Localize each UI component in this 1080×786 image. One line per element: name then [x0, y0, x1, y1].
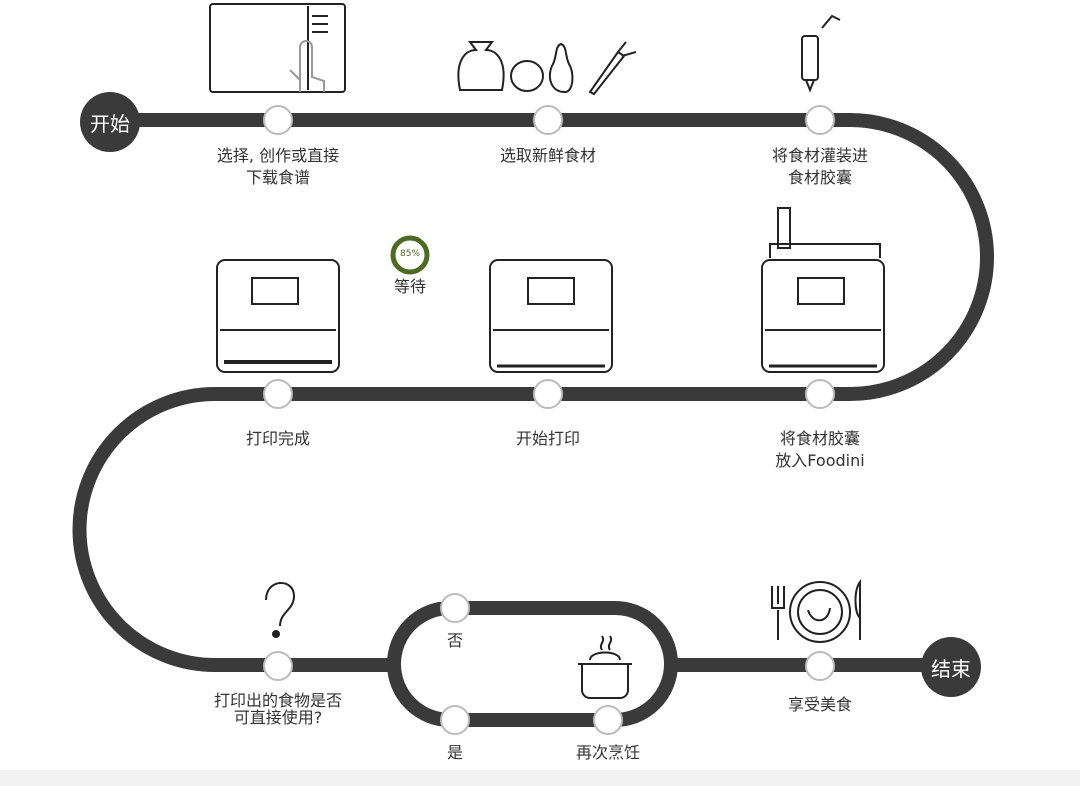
- node-start-print: [533, 379, 563, 409]
- cooking-pot-icon: [578, 635, 632, 699]
- step-label-decision: 打印出的食物是否可直接使用?: [213, 691, 343, 727]
- node-recook: [593, 705, 623, 735]
- node-enjoy: [805, 651, 835, 681]
- branch-label-no: 否: [446, 631, 464, 650]
- end-terminal: 结束: [921, 637, 981, 697]
- step-label-recook: 再次烹饪: [575, 743, 641, 762]
- step-label-recipe: 选择, 创作或直接下载食谱: [216, 146, 340, 187]
- foodini-printer-icon: [489, 259, 613, 373]
- node-insert-capsule: [805, 379, 835, 409]
- wait-label: 等待: [393, 277, 427, 296]
- node-recipe: [263, 105, 293, 135]
- node-yes: [440, 705, 470, 735]
- foodini-printer-capsule-icon: [761, 207, 885, 373]
- tablet-hand-icon: [209, 3, 346, 93]
- main-track: [72, 113, 994, 672]
- bottom-divider: [0, 770, 1080, 786]
- question-mark-icon: [265, 582, 296, 638]
- node-fill-capsule: [805, 105, 835, 135]
- node-ingredients: [533, 105, 563, 135]
- start-terminal: 开始: [80, 92, 140, 152]
- branch-label-yes: 是: [446, 743, 464, 762]
- step-label-ingredients: 选取新鲜食材: [499, 146, 597, 165]
- step-label-enjoy: 享受美食: [787, 695, 853, 714]
- step-label-insert-capsule: 将食材胶囊放入Foodini: [775, 429, 865, 470]
- step-nodes: [263, 105, 835, 735]
- wait-progress-icon: [390, 235, 430, 275]
- foodini-printer-icon: [216, 259, 340, 373]
- node-no: [440, 593, 470, 623]
- step-label-fill-capsule: 将食材灌装进食材胶囊: [771, 146, 869, 187]
- ingredients-icon: [457, 41, 637, 96]
- node-print-done: [263, 379, 293, 409]
- capsule-icon: [801, 14, 841, 93]
- wait-progress-badge: 85%: [399, 249, 421, 259]
- node-decision: [263, 651, 293, 681]
- step-label-start-print: 开始打印: [515, 429, 581, 448]
- plate-cutlery-icon: [771, 578, 861, 643]
- step-label-print-done: 打印完成: [245, 429, 311, 448]
